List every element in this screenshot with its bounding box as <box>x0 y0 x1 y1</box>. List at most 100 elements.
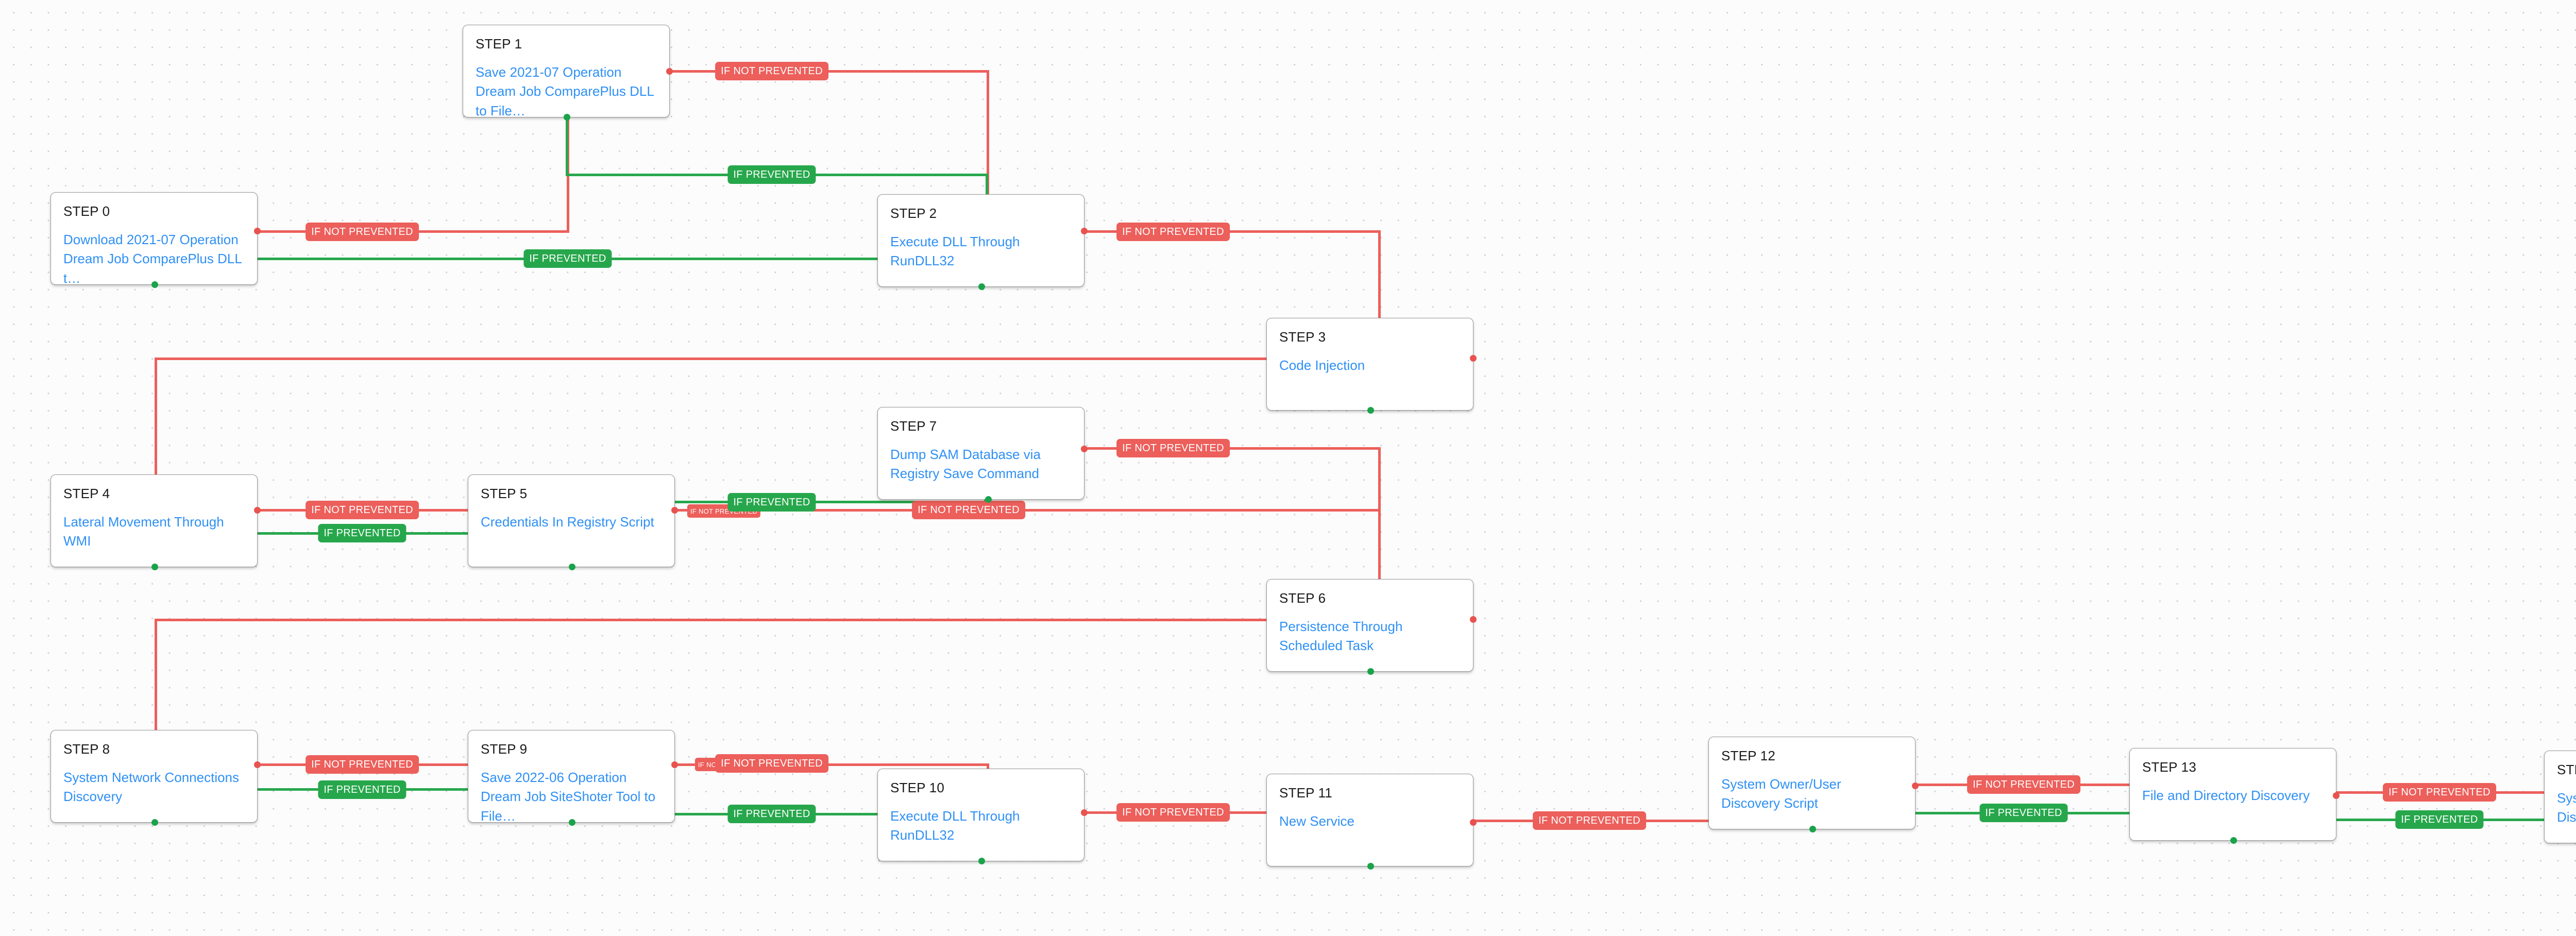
edge-label-if-prevented[interactable]: IF PREVENTED <box>727 165 816 184</box>
edge-label-if-not-prevented[interactable]: IF NOT PREVENTED <box>2383 783 2496 802</box>
node-handle-right-red[interactable] <box>2333 792 2340 799</box>
edge-label-if-not-prevented[interactable]: IF NOT PREVENTED <box>715 62 828 80</box>
edge-segment <box>155 358 1267 360</box>
edge-label-if-not-prevented[interactable]: IF NOT PREVENTED <box>715 754 828 773</box>
edge-label-if-not-prevented[interactable]: IF NOT PREVENTED <box>912 501 1025 519</box>
node-handle-bottom-green[interactable] <box>1809 826 1816 832</box>
edge-label-if-not-prevented[interactable]: IF NOT PREVENTED <box>306 501 419 519</box>
flow-node-step9[interactable]: STEP 9 Save 2022-06 Operation Dream Job … <box>468 730 678 826</box>
node-description: File and Directory Discovery <box>2142 787 2310 803</box>
node-description: Save 2022-06 Operation Dream Job SiteSho… <box>481 769 656 824</box>
node-handle-right-red[interactable] <box>1912 782 1919 789</box>
node-handle-bottom-green[interactable] <box>1367 863 1374 870</box>
edge-label-if-not-prevented[interactable]: IF NOT PREVENTED <box>1533 811 1646 830</box>
node-handle-bottom-green[interactable] <box>978 283 985 290</box>
node-handle-bottom-green[interactable] <box>569 819 575 826</box>
node-title: STEP 2 <box>890 206 937 221</box>
node-title: STEP 0 <box>63 203 110 219</box>
flow-node-step1[interactable]: STEP 1 Save 2021-07 Operation Dream Job … <box>463 25 673 121</box>
node-title: STEP 12 <box>1721 748 1775 763</box>
node-handle-bottom-green[interactable] <box>2230 837 2237 844</box>
edge-segment <box>670 70 989 73</box>
edge-label-if-not-prevented[interactable]: IF NOT PREVENTED <box>306 755 419 774</box>
node-handle-right-red[interactable] <box>1081 446 1088 452</box>
node-title: STEP 10 <box>890 780 944 795</box>
node-handle-bottom-green[interactable] <box>569 564 575 570</box>
flow-node-step4[interactable]: STEP 4 Lateral Movement Through WMI <box>50 474 261 570</box>
edge-segment <box>1082 447 1381 450</box>
node-title: STEP 7 <box>890 418 937 434</box>
edge-label-if-not-prevented[interactable]: IF NOT PREVENTED <box>1116 223 1230 241</box>
edge-segment <box>566 116 568 175</box>
edge-segment <box>670 501 985 503</box>
node-title: STEP 13 <box>2142 759 2196 775</box>
node-handle-bottom-green[interactable] <box>985 496 992 503</box>
edge-label-if-prevented[interactable]: IF PREVENTED <box>727 805 816 823</box>
node-handle-right-red[interactable] <box>671 507 678 514</box>
edge-label-if-prevented[interactable]: IF PREVENTED <box>318 524 406 542</box>
flow-node-step10[interactable]: STEP 10 Execute DLL Through RunDLL32 <box>877 769 1088 864</box>
edge-segment <box>1378 230 1381 359</box>
edge-label-if-prevented[interactable]: IF PREVENTED <box>318 780 406 799</box>
node-handle-bottom-green[interactable] <box>151 819 158 826</box>
node-title: STEP 1 <box>476 36 522 52</box>
node-handle-right-red[interactable] <box>1470 819 1477 826</box>
node-handle-bottom-green[interactable] <box>151 281 158 288</box>
node-description: Execute DLL Through RunDLL32 <box>890 233 1020 269</box>
node-handle-bottom-green[interactable] <box>1367 407 1374 414</box>
edge-segment <box>1082 230 1381 233</box>
node-handle-right-red[interactable] <box>254 228 261 234</box>
flow-node-step7[interactable]: STEP 7 Dump SAM Database via Registry Sa… <box>877 407 1088 503</box>
flow-node-step13[interactable]: STEP 13 File and Directory Discovery <box>2129 748 2340 844</box>
node-handle-right-red[interactable] <box>671 761 678 768</box>
edge-segment <box>1378 447 1381 620</box>
edge-segment <box>986 174 988 197</box>
node-handle-bottom-green[interactable] <box>151 564 158 570</box>
edge-segment <box>155 619 157 740</box>
node-handle-right-red[interactable] <box>1470 616 1477 623</box>
node-title: STEP 9 <box>481 741 528 757</box>
flow-node-step11[interactable]: STEP 11 New Service <box>1266 774 1477 870</box>
node-handle-bottom-green[interactable] <box>564 114 570 121</box>
node-description: Dump SAM Database via Registry Save Comm… <box>890 446 1041 482</box>
node-description: New Service <box>1279 813 1354 829</box>
edge-label-if-not-prevented[interactable]: IF NOT PREVENTED <box>1116 439 1230 457</box>
flow-node-step6[interactable]: STEP 6 Persistence Through Scheduled Tas… <box>1266 579 1477 675</box>
node-title: STEP 14 <box>2557 762 2576 777</box>
flow-node-step3[interactable]: STEP 3 Code Injection <box>1266 318 1477 414</box>
flow-node-step12[interactable]: STEP 12 System Owner/User Discovery Scri… <box>1708 737 1919 832</box>
edge-segment <box>987 70 989 210</box>
node-handle-right-red[interactable] <box>1081 228 1088 234</box>
flow-node-step2[interactable]: STEP 2 Execute DLL Through RunDLL32 <box>877 194 1088 290</box>
flow-node-step0[interactable]: STEP 0 Download 2021-07 Operation Dream … <box>50 192 261 288</box>
node-description: Save 2021-07 Operation Dream Job Compare… <box>476 64 654 118</box>
edge-label-if-prevented[interactable]: IF PREVENTED <box>2395 810 2484 829</box>
edge-label-if-not-prevented[interactable]: IF NOT PREVENTED <box>306 223 419 241</box>
edge-label-if-prevented[interactable]: IF PREVENTED <box>727 493 816 512</box>
node-handle-right-red[interactable] <box>1081 809 1088 816</box>
node-title: STEP 5 <box>481 486 528 501</box>
edge-label-if-prevented[interactable]: IF PREVENTED <box>523 249 612 268</box>
node-handle-right-red[interactable] <box>254 761 261 768</box>
flow-node-step14[interactable]: STEP 14 System Network Configuration Dis… <box>2544 751 2576 843</box>
node-description: System Network Connections Discovery <box>63 769 240 805</box>
node-handle-right-red[interactable] <box>666 68 673 75</box>
edge-label-if-not-prevented[interactable]: IF NOT PREVENTED <box>1967 775 2080 794</box>
node-title: STEP 3 <box>1279 329 1326 345</box>
edge-label-if-not-prevented[interactable]: IF NOT PREVENTED <box>1116 803 1230 822</box>
node-handle-right-red[interactable] <box>254 507 261 514</box>
node-description: Execute DLL Through RunDLL32 <box>890 808 1020 843</box>
node-title: STEP 4 <box>63 486 110 501</box>
edge-segment <box>670 763 989 766</box>
node-description: Download 2021-07 Operation Dream Job Com… <box>63 231 242 286</box>
node-description: System Owner/User Discovery Script <box>1721 776 1841 811</box>
node-handle-bottom-green[interactable] <box>978 858 985 864</box>
flow-node-step5[interactable]: STEP 5 Credentials In Registry Script <box>468 474 678 570</box>
node-handle-right-red[interactable] <box>1470 355 1477 362</box>
flow-node-step8[interactable]: STEP 8 System Network Connections Discov… <box>50 730 261 826</box>
edge-label-if-prevented[interactable]: IF PREVENTED <box>1979 804 2068 822</box>
node-title: STEP 6 <box>1279 590 1326 606</box>
node-title: STEP 8 <box>63 741 110 757</box>
node-handle-bottom-green[interactable] <box>1367 668 1374 675</box>
